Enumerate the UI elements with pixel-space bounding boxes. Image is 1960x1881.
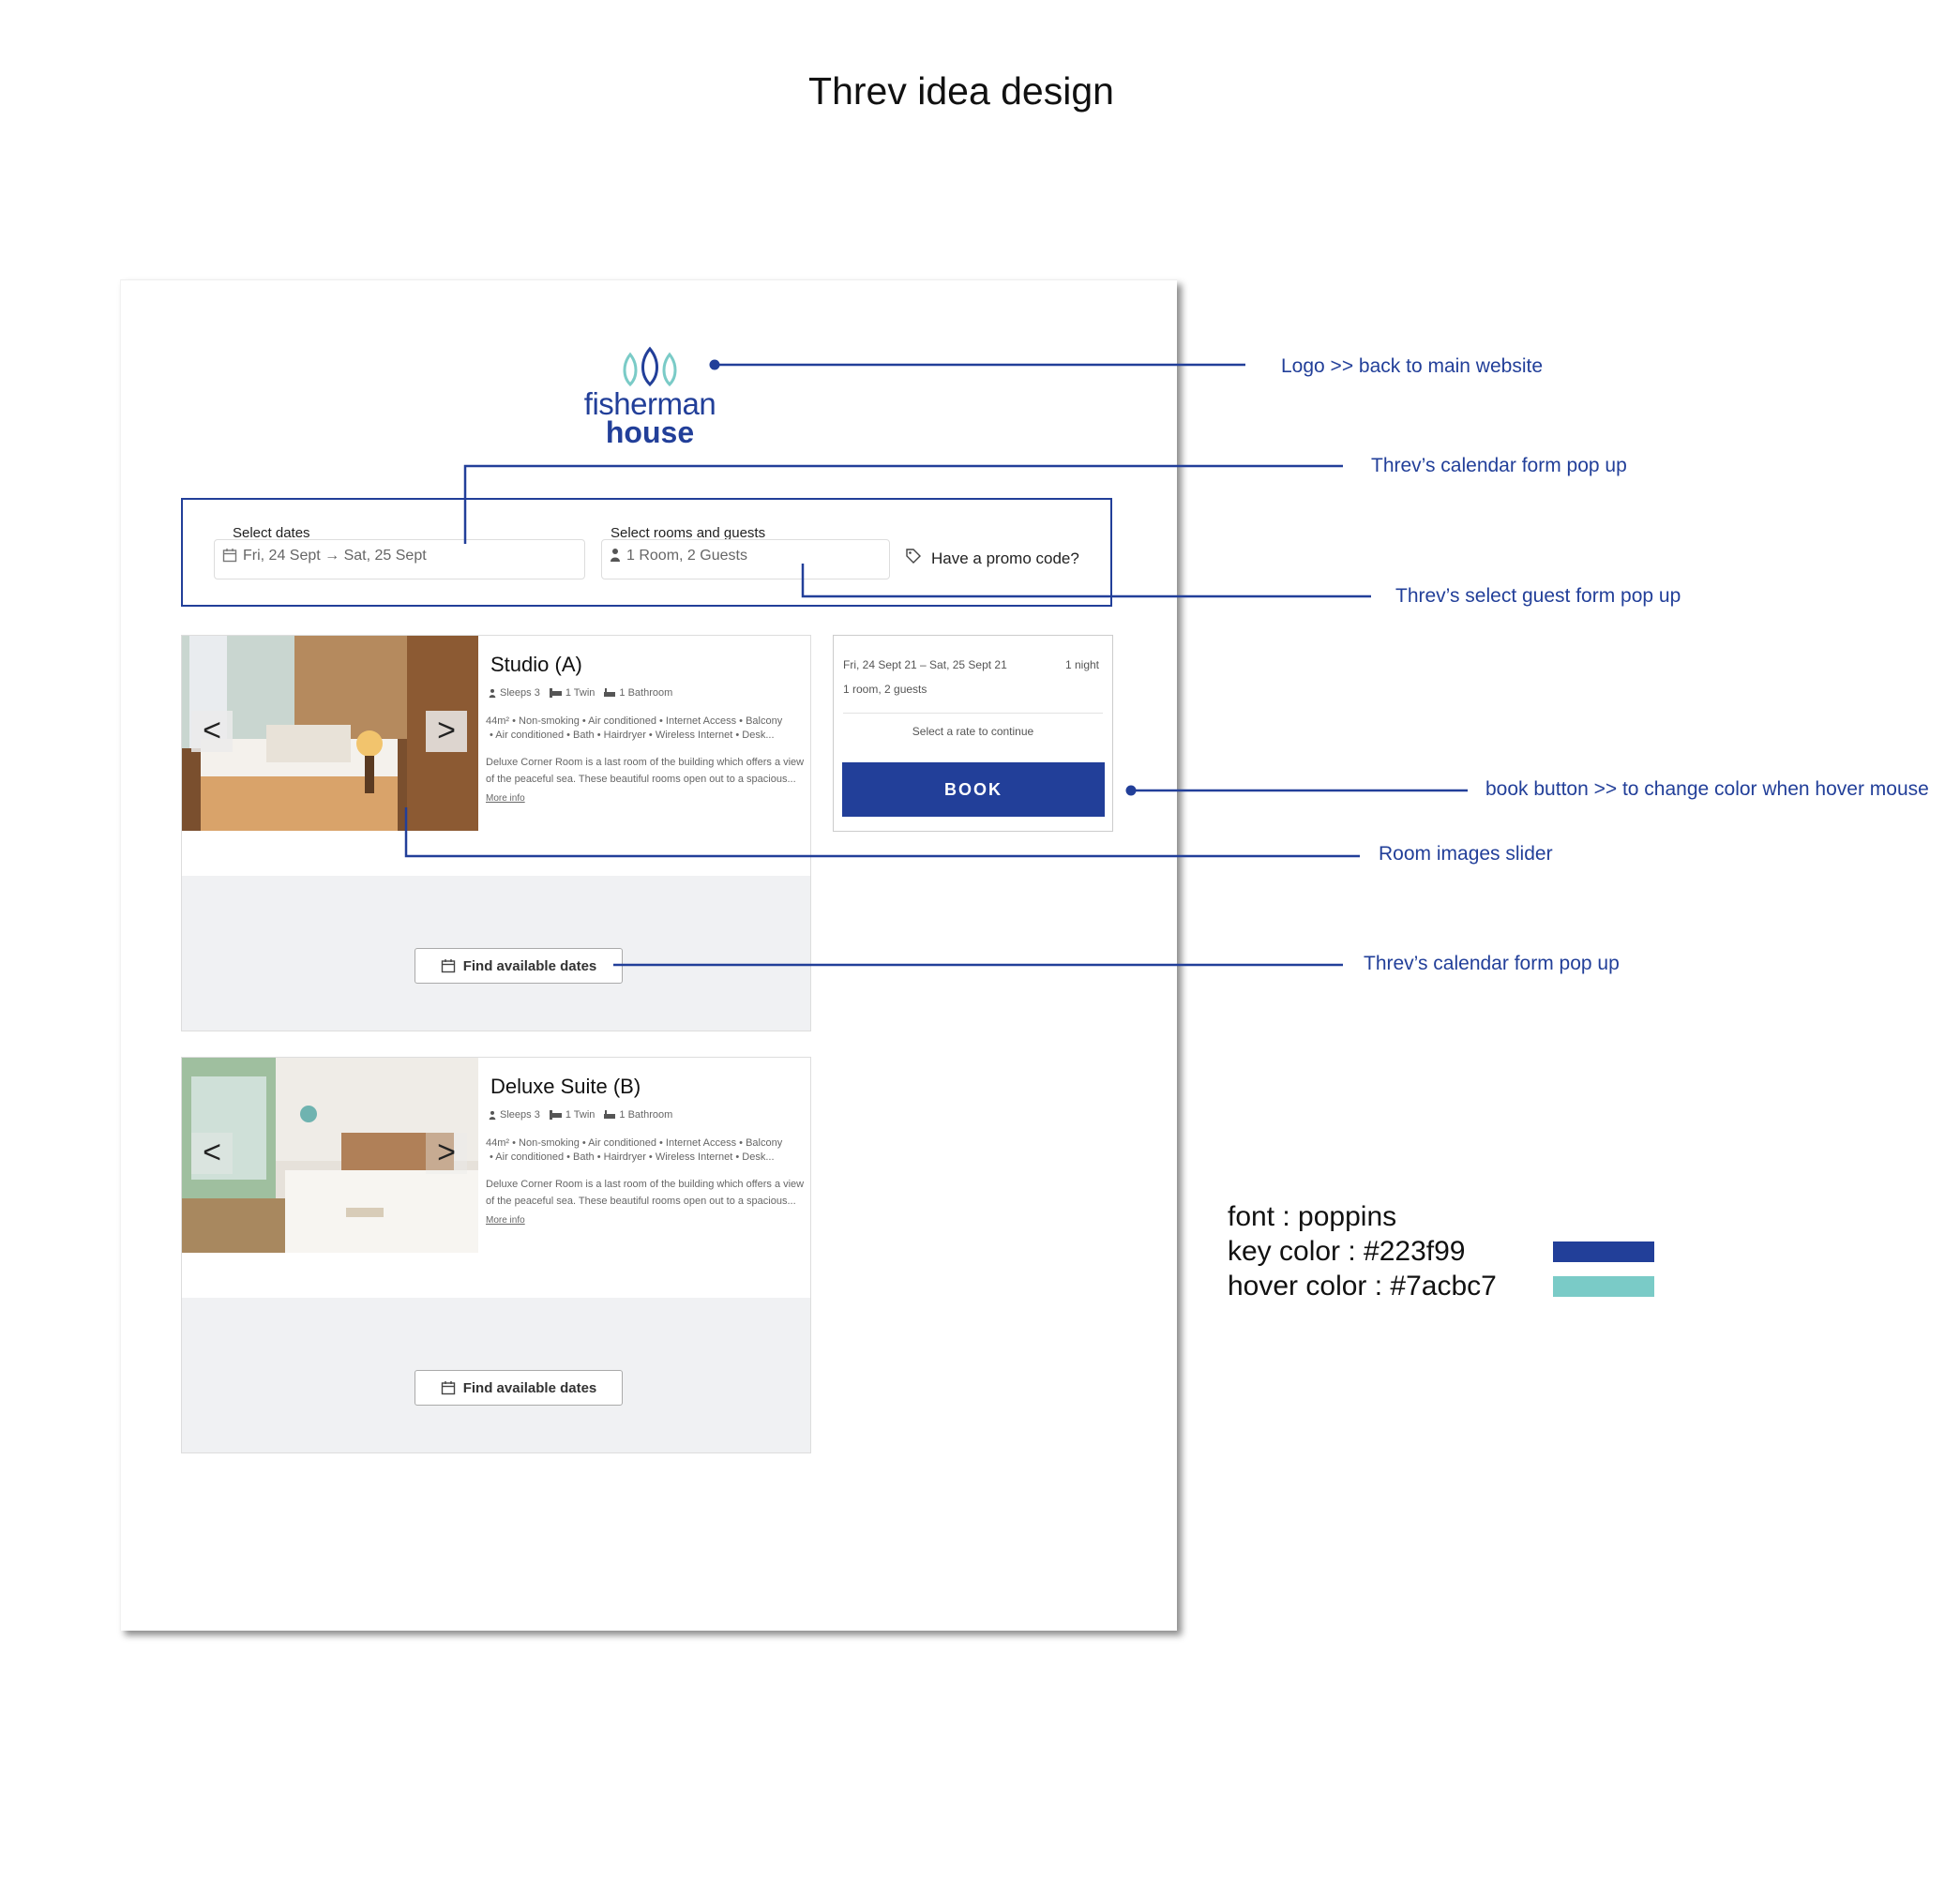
slider-next-button[interactable]: >: [426, 711, 467, 752]
dates-label: Select dates: [233, 525, 310, 541]
logo-line-1: fisherman: [583, 386, 716, 421]
room-name: Deluxe Suite (B): [490, 1075, 641, 1098]
amenity-bed: 1 Twin: [549, 687, 596, 699]
legend-hover-color: hover color : #7acbc7: [1228, 1271, 1497, 1302]
logo-connector-dot: [709, 359, 720, 370]
bed-icon: [549, 1110, 562, 1120]
amenity-bed: 1 Twin: [549, 1109, 596, 1121]
hover-color-swatch: [1553, 1276, 1654, 1297]
amenity-row: Sleeps 3 1 Twin 1 Bathroom: [489, 1109, 672, 1121]
amenity-row: Sleeps 3 1 Twin 1 Bathroom: [489, 687, 672, 699]
description-line: Deluxe Corner Room is a last room of the…: [486, 757, 805, 768]
annotation-slider: Room images slider: [1379, 843, 1553, 865]
dates-field[interactable]: Fri, 24 Sept → Sat, 25 Sept: [214, 539, 585, 579]
calendar-connector: [463, 464, 1343, 544]
fish-logo-icon: [623, 346, 677, 387]
find-dates-button[interactable]: Find available dates: [415, 1370, 623, 1406]
annotation-find-dates: Threv’s calendar form pop up: [1364, 953, 1620, 974]
amenity-bath: 1 Bathroom: [604, 1109, 672, 1121]
bed-text: 1 Twin: [565, 687, 596, 699]
calendar-icon: [441, 1381, 455, 1395]
features-line: • Air conditioned • Bath • Hairdryer • W…: [490, 730, 775, 741]
room-description: Deluxe Corner Room is a last room of the…: [486, 754, 807, 788]
bed-icon: [549, 688, 562, 698]
dates-value: Fri, 24 Sept → Sat, 25 Sept: [243, 548, 427, 564]
amenity-sleeps: Sleeps 3: [489, 687, 540, 699]
description-line: of the peaceful sea. These beautiful roo…: [486, 1196, 796, 1207]
room-photo: < >: [182, 1058, 478, 1253]
booking-summary: Fri, 24 Sept 21 – Sat, 25 Sept 21 1 nigh…: [833, 635, 1113, 832]
legend-font: font : poppins: [1228, 1201, 1397, 1232]
promo-link[interactable]: Have a promo code?: [905, 548, 1079, 569]
description-line: of the peaceful sea. These beautiful roo…: [486, 774, 796, 785]
bath-text: 1 Bathroom: [619, 687, 673, 699]
person-icon: [489, 1110, 496, 1120]
room-description: Deluxe Corner Room is a last room of the…: [486, 1176, 807, 1210]
more-info-link[interactable]: More info: [486, 793, 525, 804]
features-line: 44m² • Non-smoking • Air conditioned • I…: [486, 715, 783, 727]
book-button[interactable]: BOOK: [842, 762, 1105, 817]
calendar-icon: [441, 959, 455, 973]
guests-field[interactable]: 1 Room, 2 Guests: [601, 539, 890, 579]
sleeps-text: Sleeps 3: [500, 1109, 540, 1121]
tag-icon: [905, 548, 922, 569]
amenity-bath: 1 Bathroom: [604, 687, 672, 699]
more-info-link[interactable]: More info: [486, 1215, 525, 1226]
features-line: 44m² • Non-smoking • Air conditioned • I…: [486, 1137, 783, 1149]
search-bar: [181, 498, 1112, 607]
book-connector-dot: [1125, 785, 1137, 796]
slider-next-button[interactable]: >: [426, 1133, 467, 1174]
summary-nights: 1 night: [1064, 658, 1099, 671]
annotation-logo: Logo >> back to main website: [1281, 355, 1544, 377]
bath-text: 1 Bathroom: [619, 1109, 673, 1121]
description-line: Deluxe Corner Room is a last room of the…: [486, 1179, 805, 1190]
features-line: • Air conditioned • Bath • Hairdryer • W…: [490, 1151, 775, 1163]
annotation-calendar: Threv’s calendar form pop up: [1371, 455, 1627, 476]
room-card: < > Deluxe Suite (B) Sleeps 3 1 Twin 1 B…: [181, 1057, 811, 1453]
summary-guests: 1 room, 2 guests: [843, 683, 927, 696]
guests-label: Select rooms and guests: [611, 525, 766, 541]
room-photo: < >: [182, 636, 478, 831]
annotation-guest: Threv’s select guest form pop up: [1395, 585, 1681, 607]
calendar-icon: [222, 548, 237, 567]
key-color-swatch: [1553, 1241, 1654, 1262]
legend-key-color: key color : #223f99: [1228, 1236, 1466, 1267]
bath-icon: [604, 688, 616, 697]
guests-value: 1 Room, 2 Guests: [626, 548, 747, 564]
bath-icon: [604, 1110, 616, 1119]
summary-divider: [843, 713, 1103, 714]
promo-label: Have a promo code?: [931, 549, 1079, 567]
page-title: Threv idea design: [808, 69, 1114, 113]
find-dates-button[interactable]: Find available dates: [415, 948, 623, 984]
slider-connector: [404, 807, 1360, 858]
person-icon: [610, 548, 621, 567]
person-icon: [489, 688, 496, 698]
bed-text: 1 Twin: [565, 1109, 596, 1121]
room-features: 44m² • Non-smoking • Air conditioned • I…: [486, 715, 805, 743]
summary-prompt: Select a rate to continue: [912, 725, 1034, 738]
slider-prev-button[interactable]: <: [191, 711, 233, 752]
summary-dates: Fri, 24 Sept 21 – Sat, 25 Sept 21: [843, 658, 1007, 671]
find-dates-label: Find available dates: [462, 1379, 597, 1396]
annotation-book: book button >> to change color when hove…: [1485, 778, 1929, 800]
find-dates-label: Find available dates: [462, 957, 597, 974]
room-name: Studio (A): [490, 653, 582, 676]
logo[interactable]: fisherman house: [581, 343, 718, 449]
amenity-sleeps: Sleeps 3: [489, 1109, 540, 1121]
slider-prev-button[interactable]: <: [191, 1133, 233, 1174]
logo-line-2: house: [605, 415, 695, 449]
sleeps-text: Sleeps 3: [500, 687, 540, 699]
room-features: 44m² • Non-smoking • Air conditioned • I…: [486, 1136, 805, 1165]
guest-connector: [801, 564, 1371, 598]
